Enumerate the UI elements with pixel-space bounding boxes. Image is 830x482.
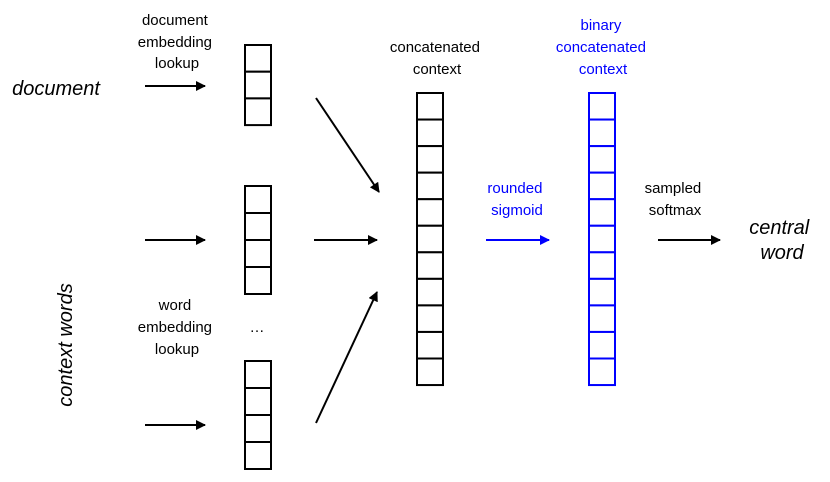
vector-cell bbox=[244, 70, 272, 100]
vector-cell bbox=[416, 330, 444, 360]
context-words-input-label: context words bbox=[55, 283, 77, 406]
ellipsis: … bbox=[250, 319, 265, 336]
rounded-sigmoid-line-2: sigmoid bbox=[491, 202, 543, 219]
binary-concatenated-context-line-2: concatenated bbox=[556, 39, 646, 56]
vector-cell bbox=[588, 145, 616, 174]
vector-cell bbox=[244, 239, 272, 268]
document-embedding-lookup-line-2: embedding bbox=[138, 34, 212, 51]
vector-cell bbox=[588, 92, 616, 121]
vector-cell bbox=[588, 277, 616, 307]
concatenated-context-label: concatenated context bbox=[390, 39, 484, 78]
vector-cell bbox=[416, 224, 444, 254]
binary-concatenated-context-line-3: context bbox=[579, 61, 628, 78]
concatenated-context-line-2: context bbox=[413, 61, 462, 78]
vector-cell bbox=[416, 277, 444, 307]
vector-cell bbox=[416, 92, 444, 121]
central-word-label: central word bbox=[749, 217, 815, 264]
word-embedding-lookup-line-1: word bbox=[158, 297, 192, 314]
vector-cell bbox=[244, 360, 272, 389]
context-word-embedding-vector-2 bbox=[244, 360, 272, 470]
vector-cell bbox=[416, 251, 444, 280]
vector-cell bbox=[244, 185, 272, 214]
vector-cell bbox=[588, 118, 616, 148]
vector-cell bbox=[588, 171, 616, 201]
document-embedding-lookup-line-3: lookup bbox=[155, 55, 199, 72]
binary-concatenated-context-line-1: binary bbox=[580, 17, 621, 34]
vector-cell bbox=[244, 44, 272, 73]
vector-cell bbox=[244, 212, 272, 241]
concatenated-context-line-1: concatenated bbox=[390, 39, 480, 56]
word-embedding-lookup-label: word embedding lookup bbox=[138, 297, 216, 358]
vector-cell bbox=[244, 441, 272, 470]
vector-cell bbox=[588, 251, 616, 280]
sampled-softmax-label: sampled softmax bbox=[645, 180, 706, 219]
binary-concatenated-context-label: binary concatenated context bbox=[556, 17, 650, 78]
vector-cell bbox=[588, 198, 616, 227]
document-to-concat-arrow bbox=[315, 97, 380, 193]
vector-cell bbox=[416, 304, 444, 333]
vector-cell bbox=[244, 387, 272, 416]
document-embedding-vector bbox=[244, 44, 272, 127]
vector-cell bbox=[588, 304, 616, 333]
vector-cell bbox=[244, 414, 272, 443]
vector-cell bbox=[244, 266, 272, 295]
sampled-softmax-line-2: softmax bbox=[649, 202, 702, 219]
word-2-to-concat-arrow bbox=[315, 291, 378, 424]
vector-cell bbox=[588, 330, 616, 360]
vector-cell bbox=[416, 145, 444, 174]
vector-cell bbox=[416, 118, 444, 148]
rounded-sigmoid-label: rounded sigmoid bbox=[487, 180, 546, 219]
vector-cell bbox=[416, 198, 444, 227]
document-embedding-lookup-label: document embedding lookup bbox=[138, 12, 216, 72]
central-word-line-1: central bbox=[749, 217, 810, 239]
vector-cell bbox=[244, 97, 272, 127]
central-word-line-2: word bbox=[760, 242, 804, 264]
vector-cell bbox=[588, 224, 616, 254]
sampled-softmax-line-1: sampled bbox=[645, 180, 702, 197]
vector-cell bbox=[588, 357, 616, 387]
concatenated-context-vector bbox=[416, 92, 444, 387]
word-embedding-lookup-line-3: lookup bbox=[155, 341, 199, 358]
binary-concatenated-context-vector bbox=[588, 92, 616, 387]
document-embedding-lookup-line-1: document bbox=[142, 12, 209, 29]
context-word-embedding-vector-1 bbox=[244, 185, 272, 295]
vector-cell bbox=[416, 171, 444, 201]
rounded-sigmoid-line-1: rounded bbox=[487, 180, 542, 197]
word-embedding-lookup-line-2: embedding bbox=[138, 319, 212, 336]
document-input-label: document bbox=[12, 78, 101, 100]
vector-cell bbox=[416, 357, 444, 387]
